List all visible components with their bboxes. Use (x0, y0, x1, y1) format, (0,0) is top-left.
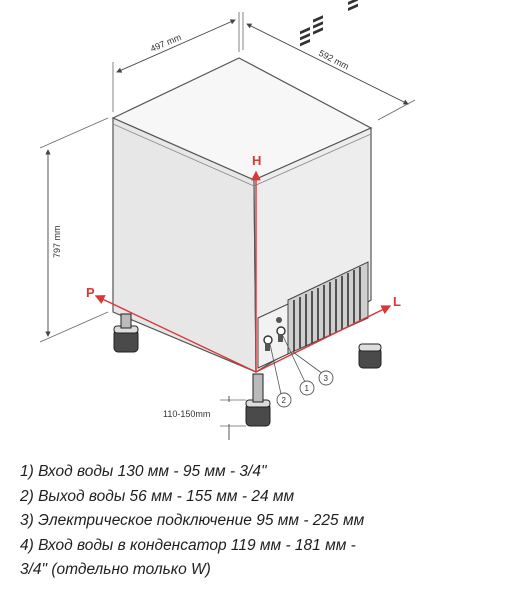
legend-item-condenser-note: 3/4" (отдельно только W) (20, 561, 211, 578)
axis-l (255, 305, 392, 373)
foot-back-right (358, 343, 382, 369)
foot-front (245, 373, 271, 427)
axis-label-h: H (252, 153, 261, 168)
dimension-feet (220, 396, 246, 440)
legend-item-electrical: 3) Электрическое подключение 95 мм - 225… (20, 512, 365, 529)
reference-axes (94, 170, 392, 373)
foot-left (113, 313, 139, 353)
dimension-depth-label: 592 mm (317, 48, 351, 72)
condenser-grille (287, 261, 369, 355)
dimension-feet-label: 110-150mm (163, 409, 210, 419)
callouts (269, 335, 334, 408)
ice-maker-diagram: H P L 497 mm 592 mm 797 mm 110-150mm 2 (39, 0, 416, 440)
dimension-depth (242, 12, 416, 121)
callout-2: 2 (282, 396, 287, 405)
axis-p (94, 295, 257, 373)
dimension-height (39, 117, 109, 343)
connection-panel (257, 303, 289, 369)
legend-item-condenser-inlet: 4) Вход воды в конденсатор 119 мм - 181 … (20, 536, 356, 554)
callout-1: 1 (305, 384, 310, 393)
fitting-1 (276, 326, 286, 336)
dimension-height-label: 797 mm (52, 225, 62, 258)
callout-3: 3 (324, 374, 329, 383)
axis-label-l: L (393, 294, 401, 309)
legend-item-water-outlet: 2) Выход воды 56 мм - 155 мм - 24 мм (20, 487, 295, 505)
connection-legend: 1) Вход воды 130 мм - 95 мм - 3/4" 2) Вы… (20, 460, 505, 583)
upper-vents (300, 0, 358, 47)
axis-label-p: P (86, 285, 95, 300)
fitting-2 (263, 335, 273, 345)
legend-item-water-inlet: 1) Вход воды 130 мм - 95 мм - 3/4" (20, 463, 267, 480)
dimension-width (112, 12, 240, 112)
